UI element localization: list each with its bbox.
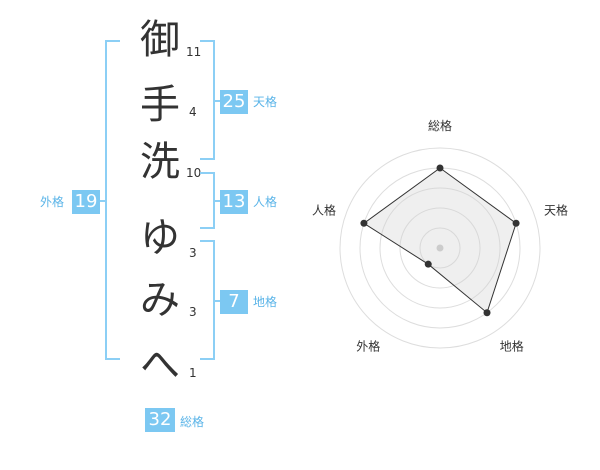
tenkaku-bracket [200, 40, 215, 160]
chikaku-value: 7 [220, 290, 248, 314]
tenkaku-tick [215, 100, 220, 102]
stroke-count-4: 3 [189, 246, 197, 260]
radar-point-2 [512, 219, 520, 227]
gaikaku-value: 19 [72, 190, 100, 214]
radar-data-polygon [363, 167, 517, 314]
tenkaku-value: 25 [220, 90, 248, 114]
jinkaku-label: 人格 [253, 195, 278, 209]
stroke-count-3: 10 [186, 166, 202, 180]
gaikaku-bracket [105, 40, 120, 360]
name-char-3: 洗 [140, 139, 180, 185]
chikaku-tick [215, 300, 220, 302]
soukaku-value: 32 [145, 408, 175, 432]
stroke-count-1: 11 [186, 45, 202, 59]
stroke-count-6: 1 [189, 366, 197, 380]
radar-point-4 [424, 260, 432, 268]
name-char-4: ゆ [140, 215, 180, 261]
radar-point-1 [436, 164, 444, 172]
name-char-5: み [140, 277, 180, 323]
radar-ring [379, 187, 501, 309]
gaikaku-label: 外格 [40, 195, 65, 209]
jinkaku-tick [215, 200, 220, 202]
radar-ring [399, 207, 481, 289]
soukaku-label: 総格 [180, 415, 205, 429]
radar-axis-label-4: 外格 [356, 339, 380, 354]
jinkaku-bracket [200, 172, 215, 229]
gaikaku-tick [95, 200, 105, 202]
jinkaku-value: 13 [220, 190, 248, 214]
radar-axis-label-3: 地格 [500, 339, 524, 354]
stroke-count-2: 4 [189, 105, 197, 119]
name-char-6: へ [140, 342, 180, 388]
radar-ring [419, 227, 461, 269]
radar-axis-label-1: 総格 [428, 118, 452, 133]
tenkaku-label: 天格 [253, 95, 278, 109]
chikaku-label: 地格 [253, 295, 278, 309]
chikaku-bracket [200, 240, 215, 360]
name-char-1: 御 [140, 17, 180, 63]
radar-axis-label-5: 人格 [312, 202, 336, 217]
name-char-2: 手 [140, 82, 180, 128]
radar-axis-label-2: 天格 [544, 202, 568, 217]
radar-center-dot [436, 244, 444, 252]
radar-point-3 [483, 309, 491, 317]
stroke-count-5: 3 [189, 305, 197, 319]
radar-point-5 [360, 219, 368, 227]
